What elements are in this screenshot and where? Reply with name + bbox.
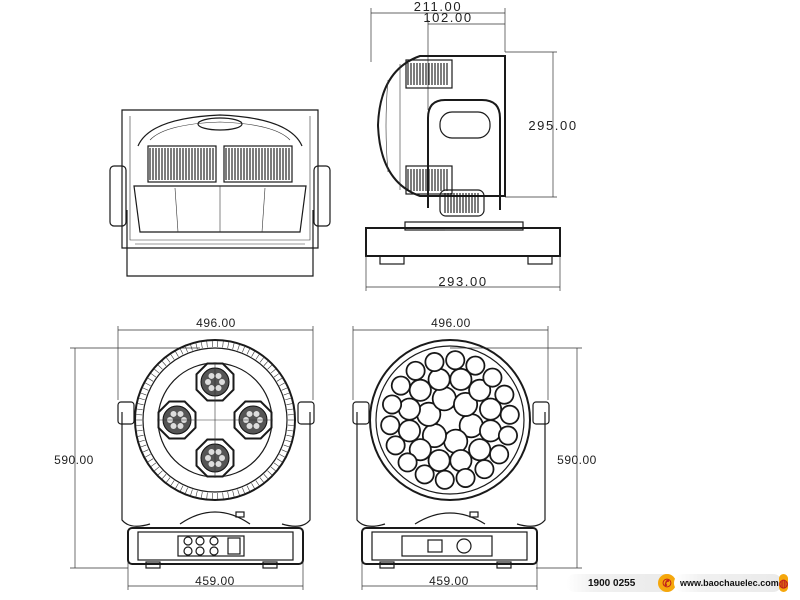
dim-496-right: 496.00 <box>431 316 471 330</box>
globe-icon: ◍ <box>778 574 789 592</box>
rear-view <box>109 109 331 277</box>
dim-590-right: 590.00 <box>557 453 597 467</box>
dim-590-left: 590.00 <box>54 453 94 467</box>
side-view: 211.00 102.00 295.00 293.00 <box>365 0 577 291</box>
dim-293: 293.00 <box>438 274 487 289</box>
dim-459-right: 459.00 <box>429 574 469 588</box>
front-view-right: 496.00 590.00 459.00 <box>352 316 597 590</box>
front-view-left: 496.00 590.00 459.00 <box>54 316 315 590</box>
dim-211: 211.00 <box>414 0 462 14</box>
dim-102: 102.00 <box>423 10 472 25</box>
hotline-pill[interactable]: 1900 0255 ✆ <box>566 574 676 592</box>
website-pill[interactable]: www.baochauelec.com ◍ <box>674 574 789 592</box>
website-url: www.baochauelec.com <box>680 578 779 588</box>
hotline-number: 1900 0255 <box>588 577 636 589</box>
phone-icon: ✆ <box>658 574 676 592</box>
dim-459-left: 459.00 <box>195 574 235 588</box>
dim-496-left: 496.00 <box>196 316 236 330</box>
dim-295: 295.00 <box>528 118 577 133</box>
